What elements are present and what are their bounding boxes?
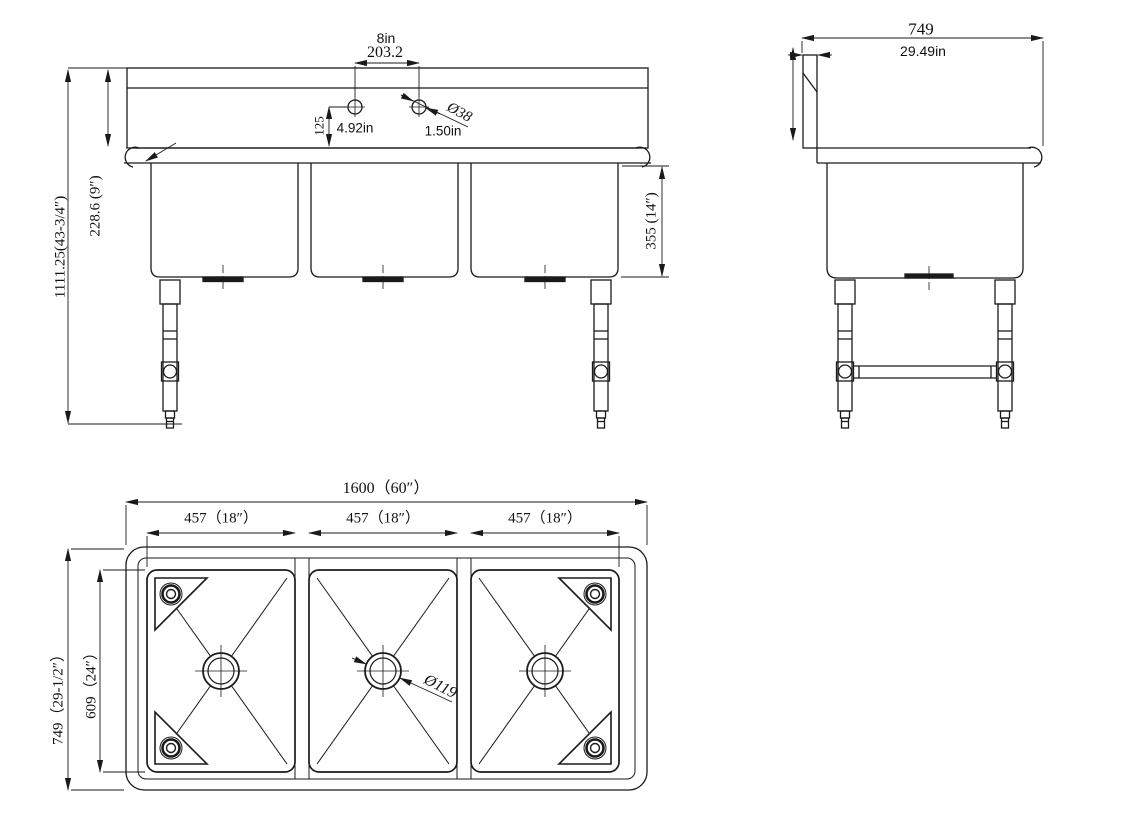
side-depth-inch-label: 29.49in: [900, 43, 946, 59]
front-counter-rim: [124, 146, 651, 168]
front-overall-height-label: 1111.25(43-3/4″): [52, 195, 69, 299]
plan-overall-depth-label: 749（29-1/2″）: [50, 647, 67, 745]
side-cross-brace: [854, 365, 996, 379]
plan-bowl3-width-label: 457（18″）: [508, 510, 582, 527]
front-bowl-2: [310, 163, 459, 292]
side-depth-mm-label: 749: [908, 19, 934, 39]
front-backsplash-height-label: 228.6 (9″): [87, 175, 104, 237]
side-rear-leg: [994, 279, 1016, 429]
plan-bowl-3: [470, 569, 620, 773]
plan-bowl-1: [146, 569, 296, 773]
plan-inner-depth-label: 609（24″）: [83, 645, 100, 719]
faucet-spacing-mm-label: 203.2: [367, 44, 403, 61]
faucet-hole-left: [345, 97, 365, 117]
side-dimensions: [788, 34, 1044, 146]
front-right-leg: [590, 279, 612, 429]
faucet-hole-diameter-inch-label: 1.50in: [424, 123, 462, 139]
faucet-drop-inch-label: 4.92in: [336, 120, 374, 136]
side-backsplash: [802, 54, 818, 163]
front-bowl-1: [150, 163, 299, 292]
side-counter: [817, 146, 1043, 168]
bowl-depth-label: 355 (14″): [643, 192, 660, 250]
side-front-leg: [834, 279, 856, 429]
front-backsplash: [126, 67, 649, 149]
plan-bowl1-width-label: 457（18″）: [184, 510, 258, 527]
plan-overall-length-label: 1600（60″）: [342, 480, 430, 497]
front-bowl-3: [470, 163, 619, 292]
plan-bowl-2: [308, 569, 458, 773]
front-left-leg: [159, 279, 181, 429]
front-view: [64, 59, 669, 429]
plan-view: [64, 498, 648, 791]
side-view: [788, 34, 1044, 429]
front-dimensions: [64, 59, 669, 424]
plan-bowl2-width-label: 457（18″）: [346, 510, 420, 527]
plan-dimensions: [64, 498, 648, 791]
side-bowl: [826, 163, 1024, 292]
faucet-drop-mm-label: 125: [311, 116, 327, 136]
faucet-spacing-inch-label: 8in: [376, 30, 396, 46]
